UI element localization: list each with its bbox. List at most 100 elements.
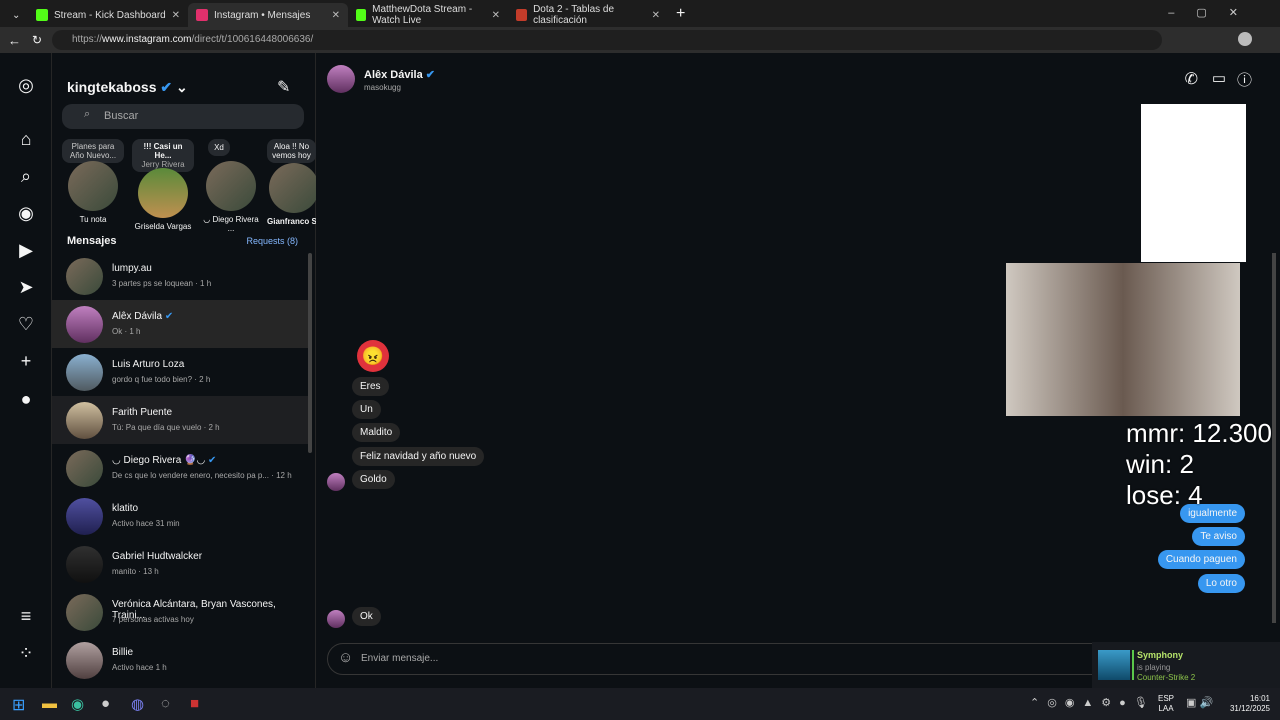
message-received: Feliz navidad y año nuevo (352, 447, 485, 466)
windows-start-icon[interactable]: ⊞ (12, 697, 26, 714)
compose-icon[interactable]: ✎ (277, 79, 291, 96)
edge-icon[interactable]: ◉ (71, 696, 85, 713)
chat-name[interactable]: Alêx Dávila (364, 69, 423, 81)
home-icon[interactable]: ⌂ (20, 129, 32, 149)
verified-icon: ✔ (208, 455, 217, 466)
avatar (68, 161, 118, 211)
messages-icon[interactable]: ➤ (18, 277, 34, 297)
note-diego[interactable]: Xd ◡ Diego Rivera ... (200, 139, 262, 233)
note-text: !!! Casi un He... (143, 142, 183, 160)
webcam-overlay (1006, 263, 1240, 416)
avatar (66, 642, 103, 679)
tab-instagram[interactable]: Instagram • Mensajes✕ (188, 3, 348, 27)
video-call-icon[interactable]: ▭ (1211, 70, 1226, 87)
file-explorer-icon[interactable]: ▬ (42, 695, 57, 712)
tab-kick[interactable]: Stream - Kick Dashboard ✕ (28, 3, 188, 27)
more-menu-icon[interactable]: ≡ (20, 606, 32, 626)
notification-game: Counter-Strike 2 (1137, 673, 1196, 682)
dota-icon[interactable]: ■ (190, 695, 200, 712)
list-item[interactable]: Alêx Dávila ✔Ok · 1 h (52, 300, 310, 348)
sender-avatar (327, 473, 345, 491)
conv-name: Alêx Dávila (112, 311, 163, 322)
message-received: Goldo (352, 470, 395, 489)
notifications-heart-icon[interactable]: ♡ (17, 314, 35, 334)
url-field[interactable]: https://www.instagram.com/direct/t/10061… (52, 30, 1162, 50)
avatar (66, 306, 103, 343)
list-item[interactable]: ◡ Diego Rivera 🔮◡ ✔De cs que lo vendere … (52, 444, 310, 492)
note-own[interactable]: Planes para Año Nuevo... Tu nota (62, 139, 124, 224)
mmr-text: mmr: 12.300 (1126, 418, 1272, 448)
note-griselda[interactable]: !!! Casi un He...Jerry Rivera Griselda V… (132, 139, 194, 231)
discord-icon[interactable]: ◍ (131, 696, 145, 713)
back-icon[interactable]: ← (8, 32, 21, 48)
instagram-logo-icon[interactable]: ◎ (18, 75, 34, 95)
url-prefix: https:// (72, 34, 103, 45)
profile-icon[interactable]: ● (20, 389, 32, 409)
obs-icon[interactable]: ◌ (161, 695, 170, 712)
window-controls[interactable]: –▢✕ (1168, 7, 1260, 19)
list-item[interactable]: Verónica Alcántara, Bryan Vascones, Trai… (52, 588, 310, 636)
tab-kick-stream[interactable]: MatthewDota Stream - Watch Live ✕ (348, 3, 508, 27)
close-tab-icon[interactable]: ✕ (651, 9, 660, 21)
tab-dota[interactable]: Dota 2 - Tablas de clasificación ✕ (508, 3, 668, 27)
close-tab-icon[interactable]: ✕ (171, 9, 180, 21)
search-icon[interactable]: ⌕ (20, 166, 32, 186)
note-name: Tu nota (79, 215, 107, 224)
note-gianfranco[interactable]: Aloa !! No vemos hoy Gianfranco S (267, 139, 316, 226)
reload-icon[interactable]: ↻ (32, 33, 43, 47)
search-input[interactable]: ⌕Buscar (62, 104, 304, 129)
conv-name: ◡ Diego Rivera 🔮◡ (112, 455, 206, 466)
new-tab-button[interactable]: + (676, 4, 686, 22)
explore-icon[interactable]: ◉ (18, 203, 34, 223)
search-placeholder: Buscar (104, 110, 139, 122)
close-tab-icon[interactable]: ✕ (491, 9, 500, 21)
network-volume-icons[interactable]: ▣ 🔊 (1186, 697, 1214, 709)
requests-link[interactable]: Requests (8) (246, 236, 298, 246)
note-text: Planes para Año Nuevo... (62, 139, 124, 163)
chat-scrollbar[interactable] (1272, 253, 1276, 623)
avatar (66, 498, 103, 535)
tab-actions-button[interactable]: ⌄ (12, 9, 21, 21)
info-icon[interactable]: ⓘ (1236, 72, 1252, 89)
conv-name: lumpy.au (112, 263, 152, 274)
conv-name: klatito (112, 503, 139, 514)
reels-icon[interactable]: ▶ (19, 240, 33, 260)
verified-icon: ✔ (160, 79, 173, 95)
steam-icon[interactable]: ● (101, 695, 111, 712)
profile-avatar[interactable] (1238, 32, 1252, 46)
avatar (66, 258, 103, 295)
lang-secondary: LAA (1158, 704, 1174, 713)
tray-icons[interactable]: ⌃◎◉▲⚙●🎙 (1030, 697, 1156, 709)
tab-label: MatthewDota Stream - Watch Live (372, 4, 473, 26)
note-name: Griselda Vargas (134, 222, 192, 231)
note-name: Gianfranco S (267, 217, 316, 226)
account-switcher[interactable]: kingtekaboss ✔ ⌄ (67, 79, 188, 95)
message-placeholder: Enviar mensaje... (361, 653, 439, 664)
conv-preview: Activo hace 1 h (112, 663, 167, 672)
emoji-icon[interactable]: ☺ (338, 649, 354, 666)
tab-label: Dota 2 - Tablas de clasificación (533, 4, 615, 26)
close-tab-icon[interactable]: ✕ (331, 9, 340, 21)
notification-sub: is playing (1137, 663, 1171, 672)
apps-icon[interactable]: ⁘ (18, 643, 34, 663)
tab-label: Stream - Kick Dashboard (54, 9, 166, 21)
steam-notification[interactable]: Symphony is playing Counter-Strike 2 (1092, 642, 1280, 688)
avatar (206, 161, 256, 211)
create-icon[interactable]: + (20, 351, 32, 371)
conv-preview: Activo hace 31 min (112, 519, 180, 528)
verified-icon: ✔ (164, 311, 174, 322)
kick-icon (356, 9, 367, 21)
phone-icon[interactable]: ✆ (1184, 71, 1198, 88)
scrollbar[interactable] (308, 253, 312, 453)
chat-panel: Alêx Dávila ✔ masokugg ✆ ▭ ⓘ 😠 Eres Un M… (317, 53, 1276, 688)
chat-avatar[interactable] (327, 65, 355, 93)
conv-preview: manito · 13 h (112, 567, 159, 576)
